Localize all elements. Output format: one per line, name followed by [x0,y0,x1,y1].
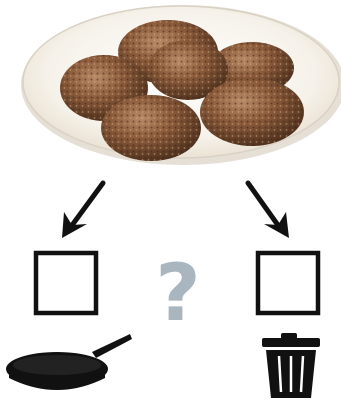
frying-pan-icon [6,334,132,390]
plate-of-patties [21,5,341,165]
question-mark: ? [155,249,200,339]
patty [200,78,304,146]
trash-can-icon [262,333,320,398]
right-checkbox[interactable] [258,253,318,313]
patty [101,95,201,161]
left-arrow-icon [62,183,103,238]
right-arrow-icon [248,183,289,238]
left-checkbox[interactable] [36,253,96,313]
